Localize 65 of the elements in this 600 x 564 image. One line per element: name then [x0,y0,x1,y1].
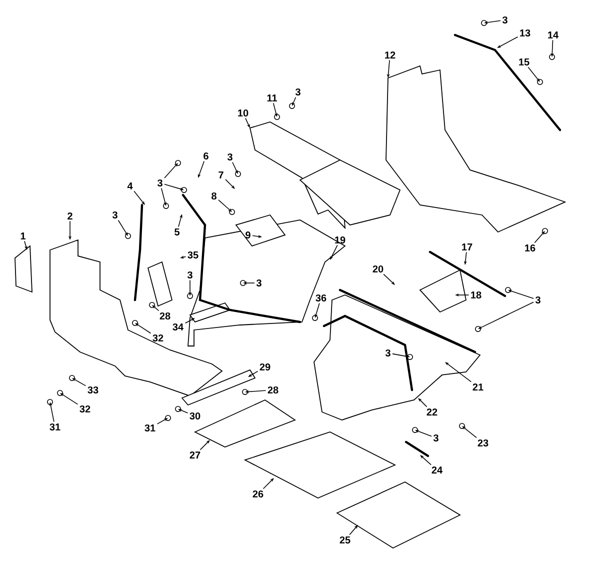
leader-line [418,398,428,408]
callout-number: 4 [127,182,133,190]
callout-number: 3 [187,271,192,279]
leader-line [349,525,358,536]
callout-number: 16 [525,244,536,252]
callout-number: 36 [316,294,326,302]
callout-number: 15 [519,58,530,66]
callout-number: 3 [433,434,438,442]
leader-line [462,426,477,438]
callout-number: 18 [471,291,482,299]
callout-number: 3 [112,211,118,219]
leader-line [200,440,210,450]
callout-number: 3 [502,16,508,24]
callout-number: 3 [256,279,262,287]
callout-number: 27 [190,452,200,458]
callout-number: 3 [385,349,390,357]
callout-number: 28 [268,386,278,394]
callout-number: 29 [260,363,270,371]
callout-number: 35 [188,251,198,259]
callout-number: 32 [152,334,164,342]
callout-number: 14 [548,32,558,38]
callout-number: 11 [267,94,278,102]
callout-number: 21 [472,384,484,390]
callout-number: 22 [426,408,438,416]
leader-line [152,305,160,312]
leader-line [262,478,274,490]
leader-line [164,163,178,178]
callout-number: 2 [68,212,72,220]
leader-line [218,200,232,212]
leader-line [134,190,145,205]
leader-line [445,362,472,382]
callout-number: 32 [80,405,90,413]
callout-number: 28 [160,312,170,320]
callout-number: 13 [520,29,530,37]
leader-line [60,393,78,405]
leader-line [420,455,432,466]
leader-line [528,66,540,82]
callout-number: 3 [227,153,232,161]
callout-number: 3 [295,88,300,96]
callout-number: 17 [462,244,472,250]
callout-number: 23 [478,439,488,447]
callout-number: 25 [340,536,350,544]
callout-number: 1 [20,232,26,240]
leader-line [225,179,235,189]
callout-number: 6 [204,152,208,160]
callout-number: 34 [172,323,184,331]
callout-number: 31 [50,423,60,431]
callout-number: 24 [432,466,442,474]
callout-number: 26 [252,490,264,498]
callout-number: 9 [246,231,250,239]
callout-number: 31 [144,424,156,432]
callout-number: 10 [238,109,248,117]
callout-number: 3 [535,296,540,304]
callout-number: 8 [212,192,216,200]
callout-number: 19 [335,236,346,244]
callout-number: 20 [372,265,384,273]
leader-line [534,231,545,244]
callout-number: 3 [157,179,162,187]
callout-number: 12 [385,52,396,58]
callout-number: 5 [174,228,180,236]
leader-line [383,274,395,285]
callout-number: 33 [88,386,98,394]
leader-line [135,323,152,334]
callout-number: 7 [218,172,224,178]
callout-number: 30 [190,412,200,420]
